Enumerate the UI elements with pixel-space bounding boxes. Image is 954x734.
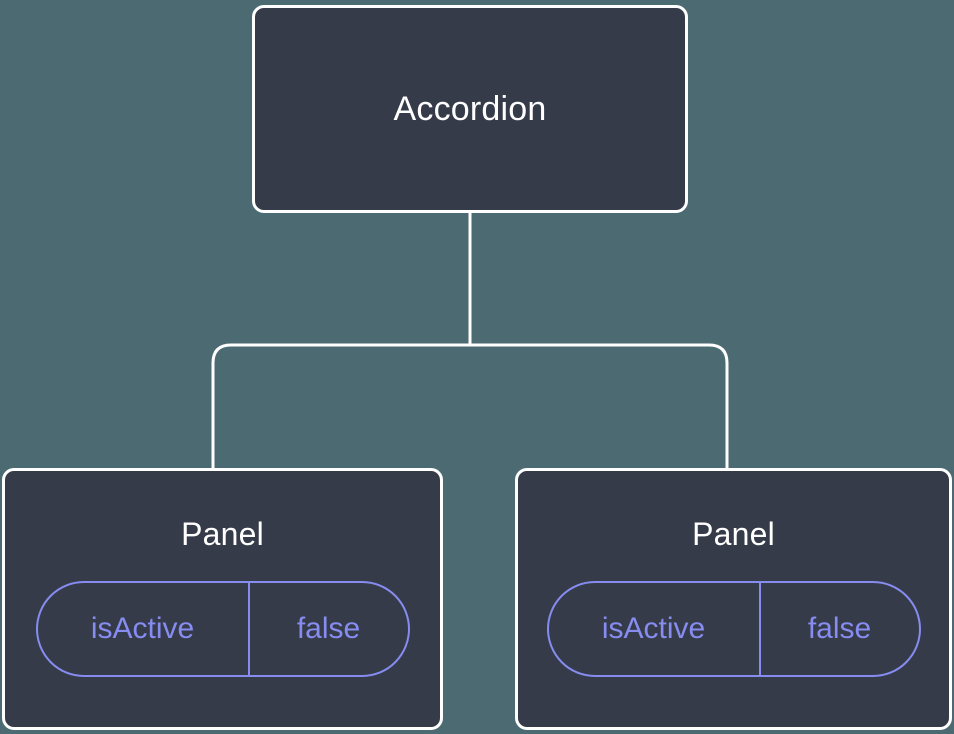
state-badge-panel-left[interactable]: isActive false [35, 581, 410, 677]
node-panel-left[interactable]: Panel isActive false [2, 468, 443, 730]
node-panel-right[interactable]: Panel isActive false [515, 468, 952, 730]
node-panel-left-title: Panel [181, 516, 264, 552]
state-badge-panel-right[interactable]: isActive false [546, 581, 921, 677]
node-accordion-title: Accordion [393, 90, 547, 128]
connector-split-bar [211, 343, 729, 468]
state-value-label: false [296, 612, 361, 645]
node-panel-right-title: Panel [692, 516, 775, 552]
node-accordion[interactable]: Accordion [252, 5, 688, 213]
state-key-label: isActive [549, 583, 761, 675]
state-key-label: isActive [38, 583, 250, 675]
state-value-label: false [807, 612, 872, 645]
